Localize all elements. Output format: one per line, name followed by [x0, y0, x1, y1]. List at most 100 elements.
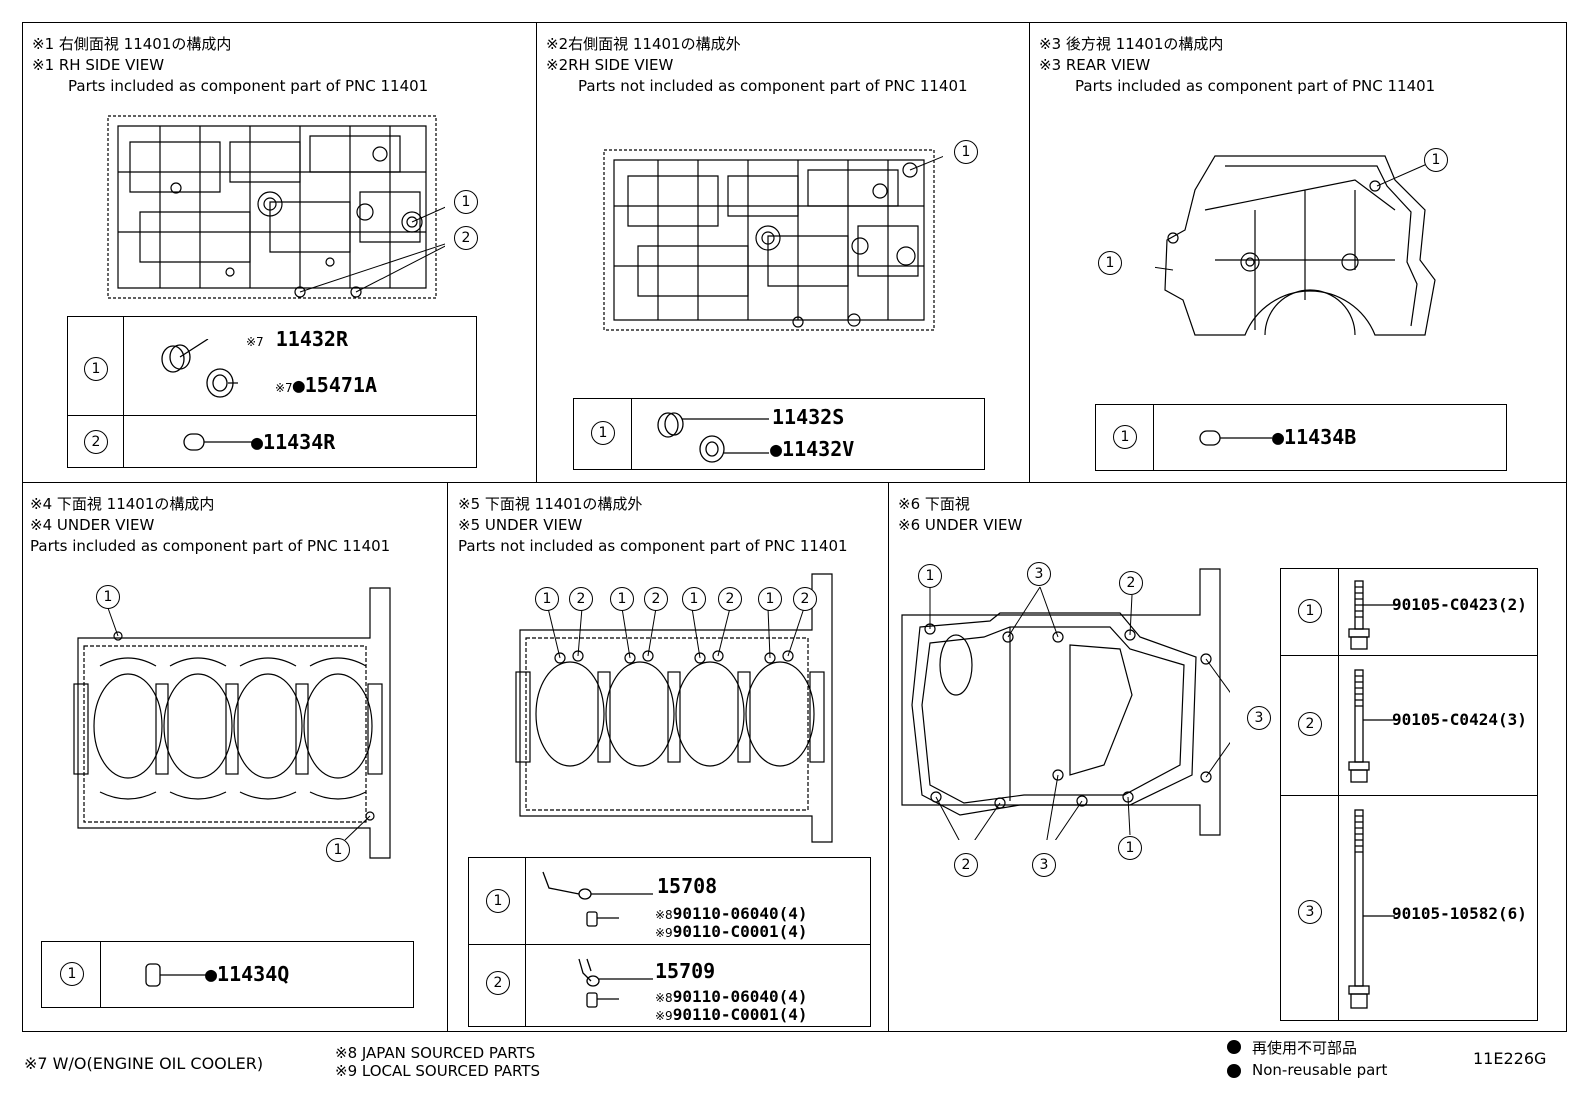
- part-90110-C0001[interactable]: ※990110-C0001(4): [655, 922, 808, 941]
- bolt-icon: [1348, 669, 1395, 783]
- oil-jet-icon: [578, 958, 653, 1008]
- row-2-number: 2: [84, 430, 108, 454]
- callout-2: 2: [793, 587, 817, 611]
- callout-3: 3: [1027, 562, 1051, 586]
- panel-2-title-en: ※2RH SIDE VIEW: [546, 56, 674, 74]
- note-8: ※8 JAPAN SOURCED PARTS: [335, 1044, 536, 1062]
- callout-1: 1: [96, 585, 120, 609]
- panel-4-header: ※4 下面視 11401の構成内 ※4 UNDER VIEW Parts inc…: [30, 494, 390, 557]
- part-90110-06040[interactable]: ※890110-06040(4): [655, 987, 808, 1006]
- panel-1-subtitle: Parts included as component part of PNC …: [68, 77, 429, 95]
- dowel-pin-icon: [145, 963, 206, 987]
- row-1-number: 1: [60, 962, 84, 986]
- callout-2: 2: [454, 226, 478, 250]
- part-11434Q[interactable]: ●11434Q: [205, 962, 290, 986]
- callout-1: 1: [1118, 836, 1142, 860]
- diagram-reference-code: 11E226G: [1473, 1049, 1547, 1068]
- panel-2-title-jp: ※2右側面視 11401の構成外: [546, 35, 741, 53]
- col-divider-top-2: [1029, 22, 1030, 482]
- callout-1: 1: [610, 587, 634, 611]
- part-11432R[interactable]: ※7 11432R: [246, 327, 348, 351]
- panel-3-title-jp: ※3 後方視 11401の構成内: [1039, 35, 1224, 53]
- panel-5-title-jp: ※5 下面視 11401の構成外: [458, 495, 643, 513]
- callout-1: 1: [954, 140, 978, 164]
- panel-1-title-en: ※1 RH SIDE VIEW: [32, 56, 165, 74]
- panel-5-header: ※5 下面視 11401の構成外 ※5 UNDER VIEW Parts not…: [458, 494, 848, 557]
- callout-2: 2: [644, 587, 668, 611]
- legend-en: Non-reusable part: [1252, 1061, 1388, 1079]
- note-9: ※9 LOCAL SOURCED PARTS: [335, 1062, 540, 1080]
- row-3-number: 3: [1298, 900, 1322, 924]
- panel-4-title-jp: ※4 下面視 11401の構成内: [30, 495, 215, 513]
- rh-side-view-block-not-included-illustration: [603, 149, 943, 331]
- callout-1: 1: [758, 587, 782, 611]
- plug-icon: [657, 412, 769, 463]
- note-7: ※7 W/O(ENGINE OIL COOLER): [24, 1054, 264, 1073]
- callout-1: 1: [682, 587, 706, 611]
- panel-3-parts-table: 1 ●11434B: [1095, 404, 1507, 471]
- callout-1: 1: [535, 587, 559, 611]
- panel-1-parts-table: 1 ※7 11432R ※7●15471A 2 ●11434R: [67, 316, 477, 468]
- part-15471A[interactable]: ※7●15471A: [275, 373, 377, 397]
- panel-5-title-en: ※5 UNDER VIEW: [458, 516, 583, 534]
- bolt-icon: [1348, 580, 1395, 650]
- panel-6-title-en: ※6 UNDER VIEW: [898, 516, 1023, 534]
- panel-3-title-en: ※3 REAR VIEW: [1039, 56, 1151, 74]
- panel-2-header: ※2右側面視 11401の構成外 ※2RH SIDE VIEW Parts no…: [546, 34, 968, 97]
- dowel-pin-icon: [183, 433, 252, 451]
- panel-6-parts-table: 1 90105-C0423(2) 2 90105-C0424(3) 3: [1280, 568, 1538, 1021]
- col-divider-bottom-1: [447, 482, 448, 1032]
- callout-2: 2: [569, 587, 593, 611]
- row-1-number: 1: [1298, 599, 1322, 623]
- panel-4-title-en: ※4 UNDER VIEW: [30, 516, 155, 534]
- callout-1: 1: [1424, 148, 1448, 172]
- row-1-number: 1: [591, 421, 615, 445]
- callout-1: 1: [918, 564, 942, 588]
- row-1-number: 1: [84, 357, 108, 381]
- panel-2-parts-table: 1 11432S ●11432V: [573, 398, 985, 470]
- row-2-number: 2: [486, 971, 510, 995]
- panel-5-parts-table: 1 15708 ※890110-06040(4) ※990110-C0001(4…: [468, 857, 871, 1027]
- row-1-number: 1: [1113, 425, 1137, 449]
- legend-bullet-icon: [1227, 1064, 1241, 1078]
- callout-3: 3: [1247, 706, 1271, 730]
- callout-2: 2: [718, 587, 742, 611]
- panel-5-subtitle: Parts not included as component part of …: [458, 537, 848, 555]
- part-90105-10582[interactable]: 90105-10582(6): [1392, 904, 1527, 923]
- part-11434R[interactable]: ●11434R: [251, 430, 336, 454]
- part-11434B[interactable]: ●11434B: [1272, 425, 1357, 449]
- panel-3-header: ※3 後方視 11401の構成内 ※3 REAR VIEW Parts incl…: [1039, 34, 1435, 97]
- panel-1-title-jp: ※1 右側面視 11401の構成内: [32, 35, 232, 53]
- part-15708[interactable]: 15708: [657, 874, 718, 898]
- callout-1: 1: [326, 838, 350, 862]
- part-90110-C0001[interactable]: ※990110-C0001(4): [655, 1005, 808, 1024]
- callout-2: 2: [1119, 571, 1143, 595]
- part-15709[interactable]: 15709: [655, 959, 716, 983]
- panel-4-subtitle: Parts included as component part of PNC …: [30, 537, 391, 555]
- under-view-block-illustration: [73, 587, 391, 859]
- under-view-oil-jet-illustration: [515, 573, 833, 843]
- part-90105-C0424[interactable]: 90105-C0424(3): [1392, 710, 1527, 729]
- part-11432S[interactable]: 11432S: [772, 405, 845, 429]
- part-11432V[interactable]: ●11432V: [770, 437, 855, 461]
- part-90105-C0423[interactable]: 90105-C0423(2): [1392, 595, 1527, 614]
- panel-4-parts-table: 1 ●11434Q: [41, 941, 414, 1008]
- row-2-number: 2: [1298, 712, 1322, 736]
- col-divider-top-1: [536, 22, 537, 482]
- diagram-frame: [22, 22, 1567, 1032]
- panel-2-subtitle: Parts not included as component part of …: [578, 77, 968, 95]
- legend-bullet-icon: [1227, 1040, 1241, 1054]
- plug-icon: [161, 339, 238, 398]
- panel-3-subtitle: Parts included as component part of PNC …: [1075, 77, 1436, 95]
- callout-1: 1: [454, 190, 478, 214]
- row-divider: [22, 482, 1567, 483]
- panel-6-title-jp: ※6 下面視: [898, 495, 970, 513]
- dowel-pin-icon: [1199, 430, 1272, 446]
- oil-jet-icon: [542, 871, 653, 927]
- part-90110-06040[interactable]: ※890110-06040(4): [655, 904, 808, 923]
- callout-1: 1: [1098, 251, 1122, 275]
- panel-1-header: ※1 右側面視 11401の構成内 ※1 RH SIDE VIEW Parts …: [32, 34, 428, 97]
- rear-view-block-illustration: [1155, 155, 1436, 336]
- legend-jp: 再使用不可部品: [1252, 1039, 1358, 1057]
- callout-3: 3: [1032, 853, 1056, 877]
